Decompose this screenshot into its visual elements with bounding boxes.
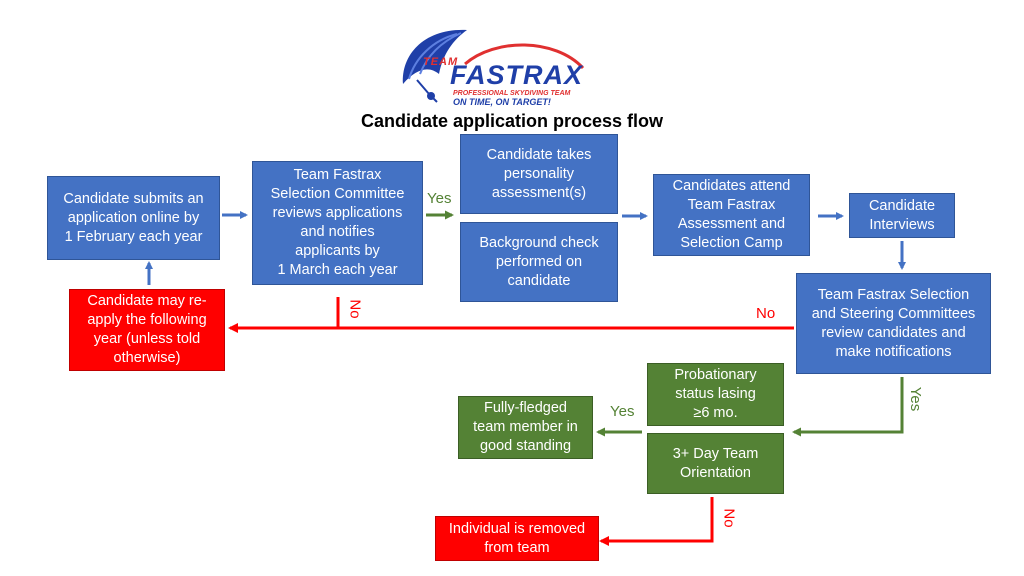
- candidate-interviews-box: Candidate Interviews: [849, 193, 955, 238]
- probationary-status-box: Probationary status lasing ≥6 mo.: [647, 363, 784, 426]
- reapply-box: Candidate may re- apply the following ye…: [69, 289, 225, 371]
- label-steering-yes: Yes: [907, 386, 925, 412]
- diagram-title: Candidate application process flow: [360, 111, 664, 131]
- label-steering-no: No: [756, 305, 776, 322]
- parachute-icon: [402, 29, 585, 103]
- team-orientation-box: 3+ Day Team Orientation: [647, 433, 784, 494]
- background-check-box: Background check performed on candidate: [460, 222, 618, 302]
- label-orientation-no: No: [720, 508, 738, 528]
- steering-committees-review-box: Team Fastrax Selection and Steering Comm…: [796, 273, 991, 374]
- submit-application-box: Candidate submits an application online …: [47, 176, 220, 260]
- selection-committee-review-box: Team Fastrax Selection Committee reviews…: [252, 161, 423, 285]
- label-review-yes: Yes: [427, 190, 452, 207]
- logo-team-text: TEAM: [423, 56, 459, 68]
- logo-slogan: ON TIME, ON TARGET!: [453, 97, 551, 107]
- logo-brand-text: FASTRAX: [450, 60, 584, 90]
- full-member-box: Fully-fledged team member in good standi…: [458, 396, 593, 459]
- team-fastrax-logo: TEAM FASTRAX PROFESSIONAL SKYDIVING TEAM…: [395, 24, 595, 108]
- arrow-orientation-no: [599, 497, 714, 546]
- logo-tagline: PROFESSIONAL SKYDIVING TEAM: [453, 90, 571, 97]
- personality-assessment-box: Candidate takes personality assessment(s…: [460, 134, 618, 214]
- selection-camp-box: Candidates attend Team Fastrax Assessmen…: [653, 174, 810, 256]
- label-review-no: No: [346, 299, 364, 319]
- label-orientation-yes: Yes: [610, 403, 635, 420]
- removed-from-team-box: Individual is removed from team: [435, 516, 599, 561]
- arrow-steering-yes: [792, 377, 904, 437]
